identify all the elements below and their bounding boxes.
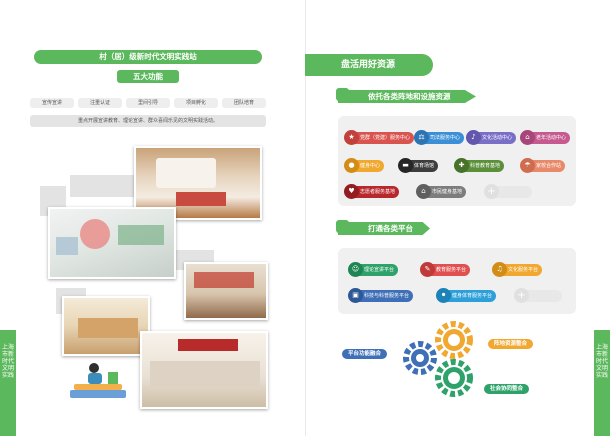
function-list: 宣传宣讲 注重认证 里间引导 项目孵化 团队培育: [30, 98, 266, 108]
resource-label: 志愿者服务基地: [360, 189, 396, 195]
plus-icon: +: [514, 288, 529, 303]
culture-icon: ♪: [466, 130, 481, 145]
resource-label: 体育场馆: [414, 163, 435, 169]
resource-item: ▬ 体育场馆: [398, 158, 439, 173]
photo-panel: [118, 225, 164, 245]
resource-label: 文化活动中心: [482, 135, 513, 141]
resource-item: ★ 党群（党建）服务中心: [344, 130, 415, 145]
photo-desk: [176, 192, 226, 206]
book-stack: [74, 384, 122, 390]
resource-item: ⌂ 市民健身基地: [416, 184, 467, 199]
placeholder-bar: [518, 290, 562, 302]
science-icon: ✚: [454, 158, 469, 173]
function-item: 注重认证: [78, 98, 122, 108]
photo-signboard: [178, 339, 238, 351]
functions-description: 重点开展宣讲教育、理论宣讲、群众喜闻乐见的文明实践活动。: [30, 115, 266, 127]
gear-label-social: 社会协同整合: [484, 384, 530, 394]
photo-reception-hall: [134, 146, 262, 220]
resource-label: 健身中心: [360, 163, 381, 169]
gear-label-platform: 平台功能融合: [342, 349, 388, 359]
photo-boards: [150, 361, 260, 387]
resource-label: 科普教育基地: [470, 163, 501, 169]
school-icon: ☂: [520, 158, 535, 173]
platforms-panel: [338, 248, 576, 314]
person-body: [88, 373, 102, 384]
side-caption: 上海市新时代文明实践: [2, 344, 15, 379]
volunteer-icon: ♥: [344, 184, 359, 199]
photo-practice-station: [140, 331, 268, 409]
right-side-strip: 上海市新时代文明实践: [594, 330, 610, 436]
photo-banner: [194, 272, 254, 288]
resource-label: 市民健身基地: [432, 189, 463, 195]
stadium-icon: ▬: [398, 158, 413, 173]
art-icon: ♫: [492, 262, 507, 277]
resource-item: ♥ 志愿者服务基地: [344, 184, 400, 199]
fitness-icon: ●: [344, 158, 359, 173]
function-item: 团队培育: [222, 98, 266, 108]
photo-exhibit-wall: [48, 207, 176, 279]
gears-diagram: [403, 321, 473, 397]
justice-icon: ⚖: [414, 130, 429, 145]
station-title: 村（居）级新时代文明实践站: [34, 50, 262, 64]
platform-item: ✎ 教育服务平台: [420, 262, 471, 277]
function-item: 宣传宣讲: [30, 98, 74, 108]
open-book: [108, 372, 118, 384]
plus-icon: +: [484, 184, 499, 199]
section-platforms-title: 打通各类平台: [338, 222, 430, 235]
side-caption: 上海市新时代文明实践: [596, 344, 609, 379]
gear-blue: [403, 341, 437, 375]
platform-label: 教育服务平台: [436, 267, 467, 273]
platform-label: 科技与科普服务平台: [364, 293, 410, 299]
lecture-icon: ☺: [348, 262, 363, 277]
book-stack: [70, 390, 126, 398]
resource-item: ⚖ 司法服务中心: [414, 130, 465, 145]
main-title-tab: 盘活用好资源: [305, 54, 433, 76]
person-head: [89, 363, 99, 373]
left-page: 村（居）级新时代文明实践站 五大功能 宣传宣讲 注重认证 里间引导 项目孵化 团…: [0, 50, 268, 436]
resource-label: 党群（党建）服务中心: [360, 135, 411, 141]
platform-item: ☺ 理论宣讲平台: [348, 262, 399, 277]
party-icon: ★: [344, 130, 359, 145]
platform-label: 理论宣讲平台: [364, 267, 395, 273]
section-resources-title: 依托各类阵地和设施资源: [338, 90, 476, 103]
platform-label: 文化服务平台: [508, 267, 539, 273]
resource-item: ● 健身中心: [344, 158, 385, 173]
reading-person-illustration: [70, 363, 126, 398]
resource-label: 老年活动中心: [536, 135, 567, 141]
photo-emblem: [80, 219, 110, 249]
platform-item: ⚫ 健身体育服务平台: [436, 288, 497, 303]
resource-item: ♪ 文化活动中心: [466, 130, 517, 145]
photo-table: [78, 318, 138, 338]
resource-item: ⌂ 老年活动中心: [520, 130, 571, 145]
five-functions-title: 五大功能: [117, 70, 179, 83]
function-item: 里间引导: [126, 98, 170, 108]
gear-green: [435, 359, 473, 397]
placeholder-bar: [488, 186, 532, 198]
photo-activity-room: [62, 296, 150, 356]
platform-item: ♫ 文化服务平台: [492, 262, 543, 277]
platform-label: 健身体育服务平台: [452, 293, 493, 299]
gear-orange: [435, 321, 473, 359]
decor-block: [70, 175, 140, 197]
photo-wall: [156, 158, 216, 188]
resource-label: 司法服务中心: [430, 135, 461, 141]
function-item: 项目孵化: [174, 98, 218, 108]
resource-label: 家校合作站: [536, 163, 562, 169]
photo-panel: [56, 237, 78, 255]
photo-reading-room: [184, 262, 268, 320]
resource-item: ☂ 家校合作站: [520, 158, 566, 173]
tech-icon: ▣: [348, 288, 363, 303]
left-side-strip: 上海市新时代文明实践: [0, 330, 16, 436]
gear-label-resource: 阵地资源整合: [488, 339, 534, 349]
education-icon: ✎: [420, 262, 435, 277]
citizen-icon: ⌂: [416, 184, 431, 199]
sport-icon: ⚫: [436, 288, 451, 303]
resource-item: ✚ 科普教育基地: [454, 158, 505, 173]
elder-icon: ⌂: [520, 130, 535, 145]
platform-item: ▣ 科技与科普服务平台: [348, 288, 414, 303]
